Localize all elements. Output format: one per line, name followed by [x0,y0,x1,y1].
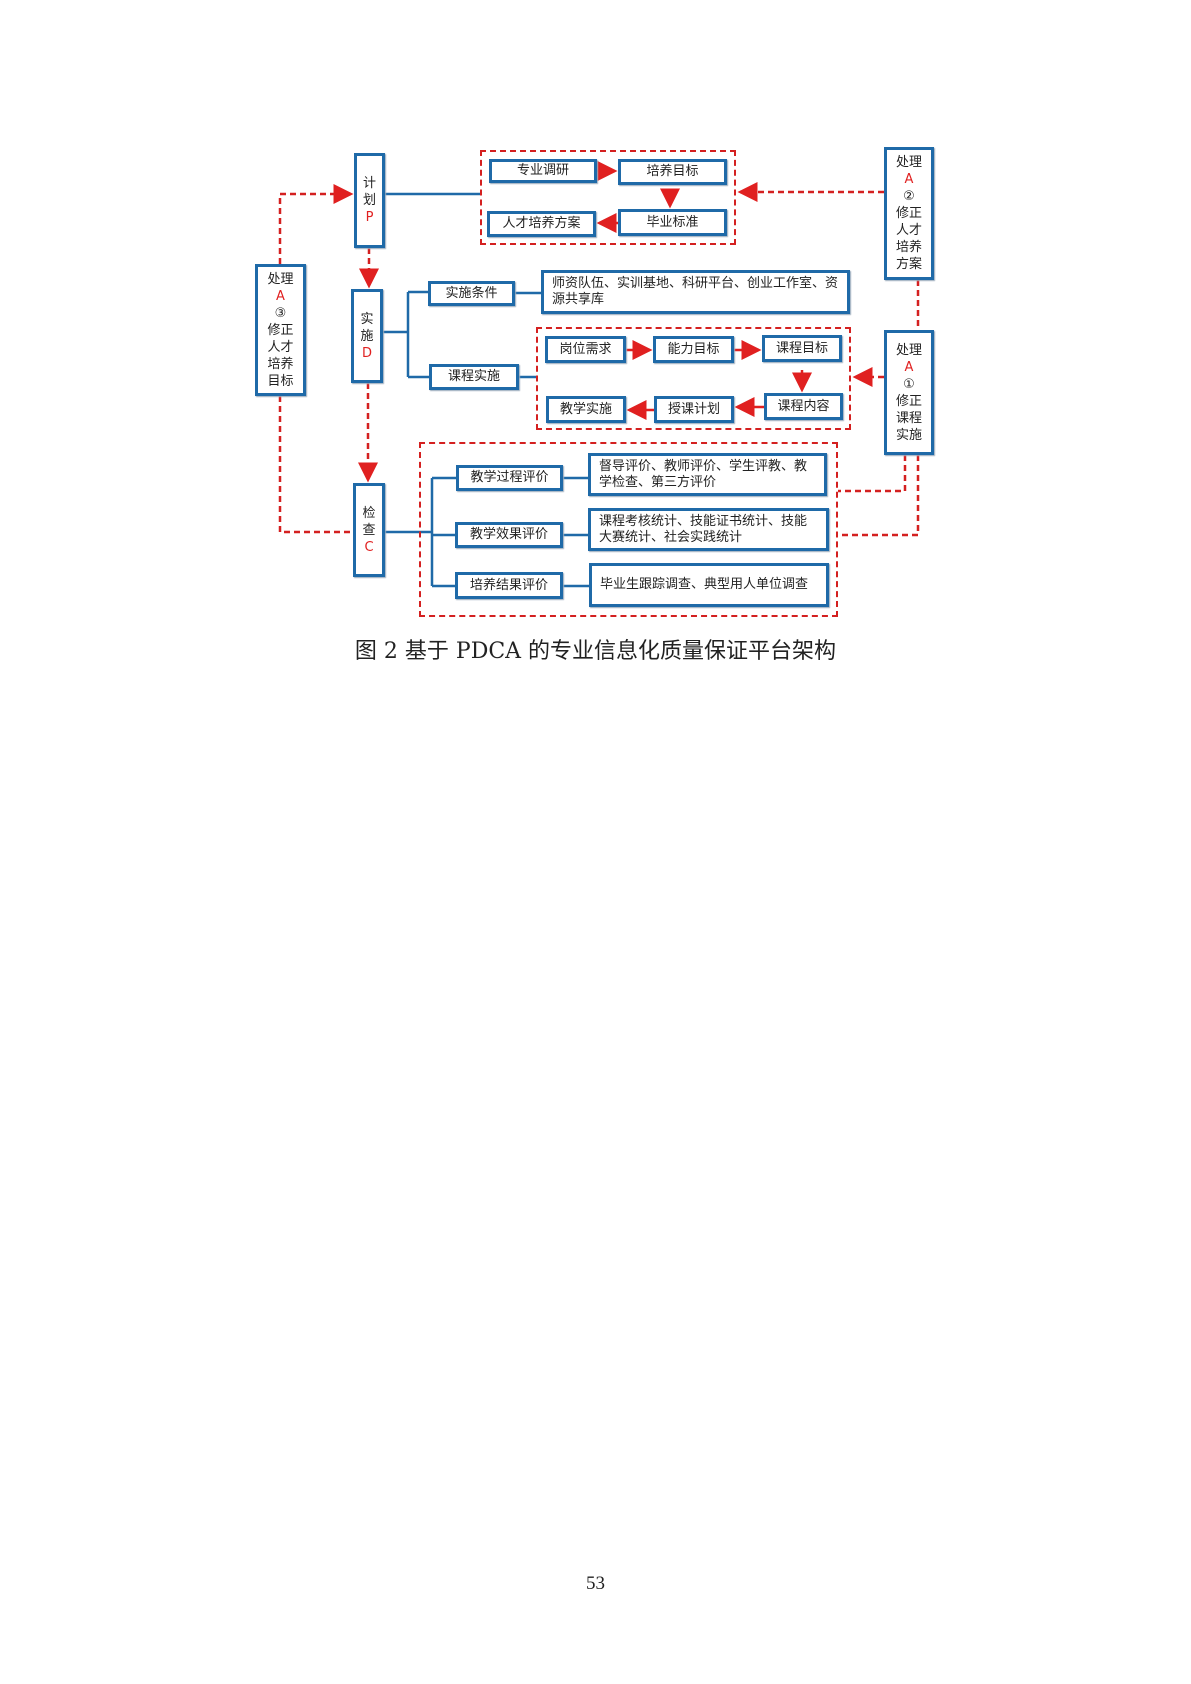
letter: C [364,539,374,555]
check-item: 教学效果评价 [455,522,563,548]
plan-node: 培养目标 [618,159,727,185]
course-step: 课程目标 [762,335,842,362]
label: 修正 [267,322,294,338]
check-detail: 毕业生跟踪调查、典型用人单位调查 [589,563,829,607]
label: 修正 [895,393,922,409]
number: ③ [274,305,287,321]
page-number: 53 [586,1573,605,1594]
label: 培养 [895,240,922,255]
check-group [419,442,838,617]
label: 处理 [895,342,922,358]
label: 施 [360,328,374,344]
number: ② [903,189,915,204]
course-group [536,327,851,430]
course-step: 岗位需求 [545,336,626,363]
label: 人才 [267,339,294,355]
check-item: 教学过程评价 [456,465,563,491]
course-step: 教学实施 [546,396,626,423]
letter: P [365,210,374,225]
label: 计 [362,176,376,191]
letter: A [276,288,285,304]
letter: D [361,345,372,361]
course-step: 能力目标 [653,336,734,363]
check-item: 培养结果评价 [455,572,563,599]
label: 查 [362,522,376,538]
act2-box: 处理 A ② 修正人才培养方案 [884,147,934,280]
number: ① [903,376,915,392]
label: 课程 [895,410,922,426]
course-step: 授课计划 [654,396,734,423]
figure-caption: 图 2 基于 PDCA 的专业信息化质量保证平台架构 [354,639,837,664]
label: 方案 [895,257,922,272]
plan-group [480,150,736,245]
course-node: 课程实施 [429,364,519,390]
label: 检 [362,505,376,521]
label: 目标 [267,373,294,389]
conditions-node: 实施条件 [428,281,515,306]
letter: A [904,172,914,187]
check-detail: 课程考核统计、技能证书统计、技能大赛统计、社会实践统计 [588,508,829,551]
label: 培养 [267,356,294,372]
course-step: 课程内容 [764,393,843,420]
plan-node: 人才培养方案 [487,211,596,237]
conditions-detail: 师资队伍、实训基地、科研平台、创业工作室、资源共享库 [541,270,850,314]
label: 实 [360,311,374,327]
plan-node: 毕业标准 [618,209,727,236]
letter: A [904,359,914,375]
label: 处理 [267,271,294,287]
label: 划 [362,193,376,208]
check-detail: 督导评价、教师评价、学生评教、教学检查、第三方评价 [588,453,827,496]
plan-node: 专业调研 [489,159,597,183]
label: 人才 [895,223,922,238]
label: 修正 [895,206,922,221]
connectors [278,161,920,588]
label: 处理 [895,155,922,170]
label: 实施 [895,427,922,443]
